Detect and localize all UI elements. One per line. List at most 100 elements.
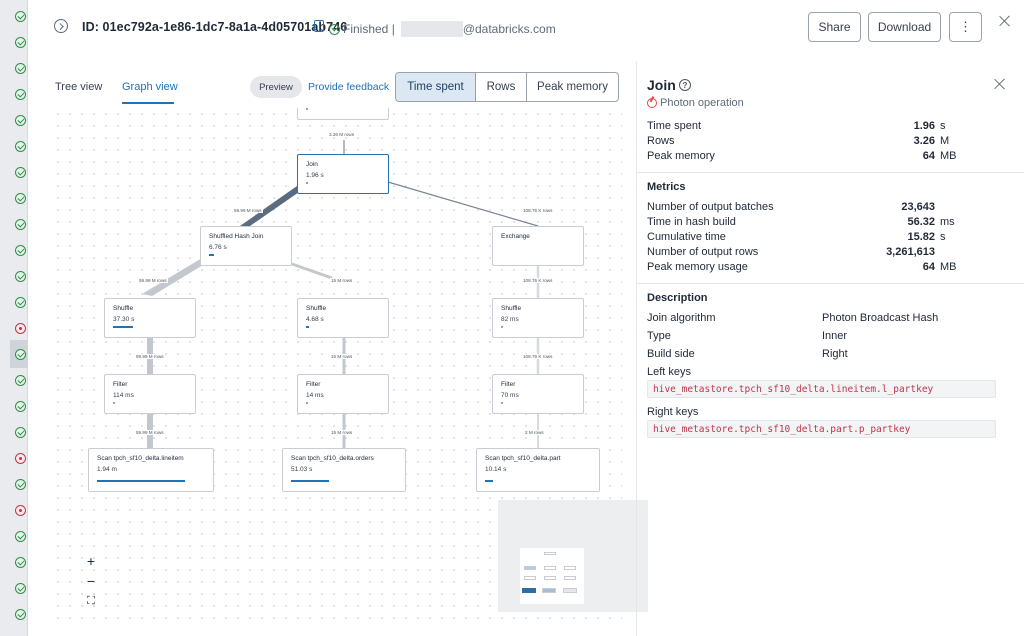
provide-feedback-link[interactable]: Provide feedback bbox=[308, 81, 390, 93]
node-name: Shuffle bbox=[306, 305, 327, 312]
graph-node[interactable] bbox=[297, 108, 389, 120]
graph-node-shuffle[interactable]: Shuffle 4.68 s bbox=[297, 298, 389, 338]
node-value: 114 ms bbox=[113, 392, 134, 399]
success-status-icon[interactable] bbox=[15, 219, 26, 230]
right-keys-value[interactable]: hive_metastore.tpch_sf10_delta.part.p_pa… bbox=[647, 420, 996, 438]
minimap-node bbox=[563, 588, 577, 593]
metric-indicator bbox=[501, 326, 503, 328]
query-status: Finished | @databricks.com bbox=[329, 21, 556, 37]
description-heading: Description bbox=[647, 292, 708, 304]
node-value: 6.76 s bbox=[209, 244, 227, 251]
success-status-icon[interactable] bbox=[15, 141, 26, 152]
close-modal-icon[interactable] bbox=[999, 15, 1011, 27]
graph-node-filter[interactable]: Filter 14 ms bbox=[297, 374, 389, 414]
divider bbox=[637, 283, 1024, 284]
description-row: Join algorithm Photon Broadcast Hash bbox=[647, 312, 1007, 326]
right-keys-label: Right keys bbox=[647, 406, 699, 418]
minimap-node bbox=[544, 576, 556, 580]
node-name: Filter bbox=[306, 381, 321, 388]
zoom-out-button[interactable]: − bbox=[86, 573, 96, 589]
success-status-icon[interactable] bbox=[15, 557, 26, 568]
error-status-icon[interactable] bbox=[15, 505, 26, 516]
graph-node-scan-orders[interactable]: Scan tpch_sf10_delta.orders 51.03 s bbox=[282, 448, 406, 492]
node-value: 51.03 s bbox=[291, 466, 313, 473]
fit-view-button[interactable]: ⛶ bbox=[87, 594, 95, 607]
more-options-button[interactable]: ⋮ bbox=[949, 12, 982, 42]
graph-node-filter[interactable]: Filter 114 ms bbox=[104, 374, 196, 414]
graph-node-exchange[interactable]: Exchange bbox=[492, 226, 584, 266]
graph-node-scan-lineitem[interactable]: Scan tpch_sf10_delta.lineitem 1.94 m bbox=[88, 448, 214, 492]
minimap-node bbox=[564, 576, 576, 580]
summary-value: 3.26 bbox=[913, 135, 935, 147]
summary-unit: s bbox=[940, 120, 946, 132]
success-status-icon[interactable] bbox=[15, 271, 26, 282]
success-status-icon[interactable] bbox=[15, 11, 26, 22]
copy-icon[interactable] bbox=[314, 20, 324, 32]
metric-time-spent[interactable]: Time spent bbox=[396, 73, 476, 101]
metric-peak-memory[interactable]: Peak memory bbox=[537, 81, 608, 93]
success-status-icon[interactable] bbox=[15, 115, 26, 126]
success-status-icon[interactable] bbox=[15, 193, 26, 204]
graph-node-shuffle[interactable]: Shuffle 37.30 s bbox=[104, 298, 196, 338]
success-status-icon[interactable] bbox=[15, 531, 26, 542]
metric-indicator bbox=[501, 402, 503, 404]
redacted-username bbox=[400, 21, 463, 37]
description-label: Join algorithm bbox=[647, 312, 716, 324]
time-bar bbox=[209, 254, 214, 256]
success-status-icon[interactable] bbox=[15, 297, 26, 308]
graph-node-filter[interactable]: Filter 70 ms bbox=[492, 374, 584, 414]
zoom-in-button[interactable]: + bbox=[86, 553, 96, 569]
share-button[interactable]: Share bbox=[808, 12, 861, 42]
metric-label: Peak memory usage bbox=[647, 261, 748, 273]
success-status-icon[interactable] bbox=[15, 427, 26, 438]
success-status-icon[interactable] bbox=[15, 37, 26, 48]
divider bbox=[637, 172, 1024, 173]
success-status-icon[interactable] bbox=[15, 63, 26, 74]
node-name: Exchange bbox=[501, 233, 530, 240]
success-status-icon[interactable] bbox=[15, 609, 26, 620]
success-status-icon[interactable] bbox=[15, 245, 26, 256]
metric-row: Number of output batches 23,643 bbox=[647, 201, 947, 215]
minimap-viewport bbox=[520, 548, 584, 604]
success-status-icon[interactable] bbox=[15, 583, 26, 594]
metric-row: Time in hash build 56.32 ms bbox=[647, 216, 955, 230]
success-status-icon[interactable] bbox=[15, 349, 26, 360]
node-value: 10.14 s bbox=[485, 466, 507, 473]
node-name: Shuffle bbox=[501, 305, 522, 312]
query-id: ID: 01ec792a-1e86-1dc7-8a1a-4d05701ab746 bbox=[82, 20, 348, 34]
graph-minimap[interactable] bbox=[498, 500, 648, 612]
tab-tree-view[interactable]: Tree view bbox=[55, 81, 103, 93]
expand-icon[interactable] bbox=[54, 19, 68, 33]
close-details-icon[interactable] bbox=[994, 78, 1006, 90]
description-row: Type Inner bbox=[647, 330, 1007, 344]
success-status-icon[interactable] bbox=[15, 89, 26, 100]
metric-unit: MB bbox=[940, 261, 957, 273]
error-status-icon[interactable] bbox=[15, 323, 26, 334]
download-button[interactable]: Download bbox=[868, 12, 941, 42]
metric-unit: ms bbox=[940, 216, 955, 228]
node-value: 1.96 s bbox=[306, 172, 324, 179]
description-value: Inner bbox=[822, 330, 848, 342]
node-name: Shuffled Hash Join bbox=[209, 233, 264, 240]
success-status-icon[interactable] bbox=[15, 167, 26, 178]
summary-label: Peak memory bbox=[647, 150, 715, 162]
edge-label: 59.99 M rows bbox=[233, 208, 263, 213]
success-status-icon[interactable] bbox=[15, 479, 26, 490]
help-icon[interactable]: ? bbox=[679, 79, 691, 91]
metric-value: 3,261,613 bbox=[886, 246, 935, 258]
photon-operation-label: Photon operation bbox=[647, 97, 744, 109]
graph-node-shuffle[interactable]: Shuffle 82 ms bbox=[492, 298, 584, 338]
metric-rows[interactable]: Rows bbox=[476, 73, 527, 101]
success-status-icon[interactable] bbox=[15, 401, 26, 412]
error-status-icon[interactable] bbox=[15, 453, 26, 464]
status-text: Finished | bbox=[343, 22, 395, 36]
tab-graph-view[interactable]: Graph view bbox=[122, 81, 178, 93]
active-tab-indicator bbox=[122, 102, 174, 104]
success-status-icon[interactable] bbox=[15, 375, 26, 386]
left-keys-value[interactable]: hive_metastore.tpch_sf10_delta.lineitem.… bbox=[647, 380, 996, 398]
metric-label: Number of output batches bbox=[647, 201, 774, 213]
graph-panel: Tree view Graph view Preview Provide fee… bbox=[28, 62, 648, 636]
graph-node-scan-part[interactable]: Scan tpch_sf10_delta.part 10.14 s bbox=[476, 448, 600, 492]
graph-node-join[interactable]: Join 1.96 s bbox=[297, 154, 389, 194]
graph-node-shuffled-hash-join[interactable]: Shuffled Hash Join 6.76 s bbox=[200, 226, 292, 266]
